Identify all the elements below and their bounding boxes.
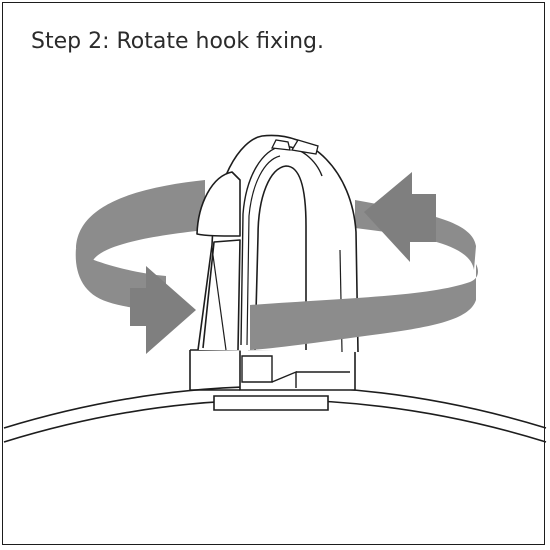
step-title: Step 2: Rotate hook fixing. <box>31 29 324 54</box>
rotate-arrow-left-head <box>130 266 196 354</box>
hook-fixing-icon <box>189 134 359 411</box>
rim-surface <box>3 385 547 443</box>
rotate-arrow-right-head <box>364 172 436 262</box>
